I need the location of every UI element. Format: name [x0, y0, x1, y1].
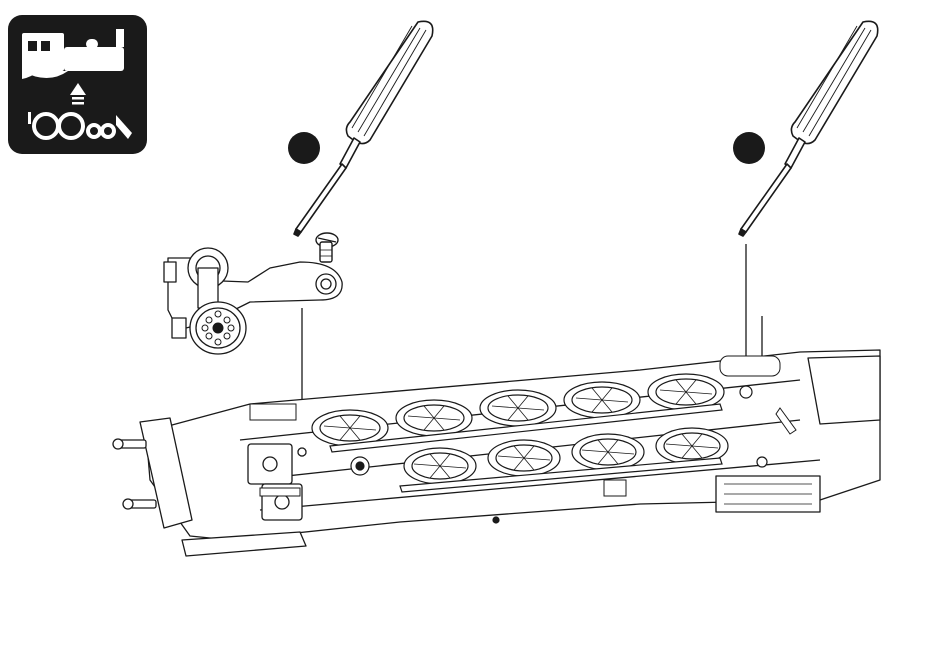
flat-screwdriver-icon — [294, 21, 433, 236]
step-marker-left — [288, 132, 320, 164]
slotted-screw-icon — [316, 233, 338, 262]
step-marker-right — [733, 132, 765, 164]
wheel-truck-icon — [164, 248, 342, 354]
flat-screwdriver-icon — [739, 21, 878, 236]
